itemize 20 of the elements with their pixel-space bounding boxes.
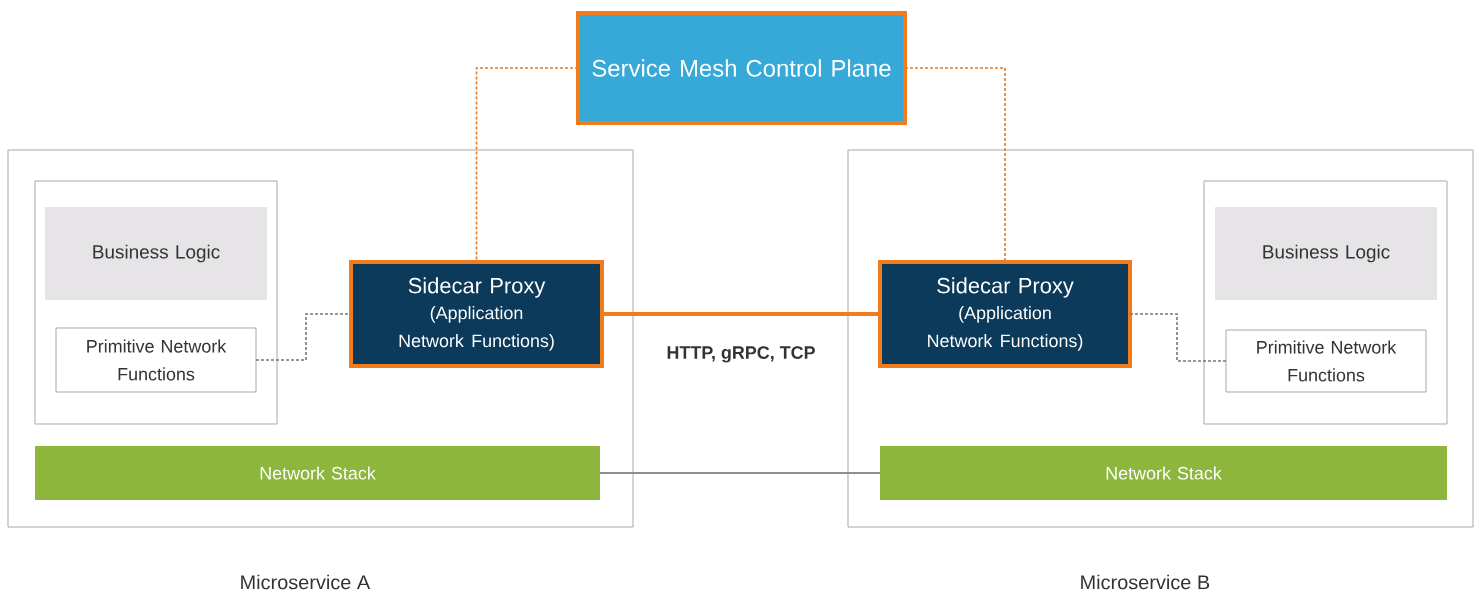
logic-box: Business Logic xyxy=(1215,207,1437,300)
connector-line xyxy=(599,472,881,474)
application-box xyxy=(1203,180,1448,425)
stack-bar: Network Stack xyxy=(35,446,600,500)
edge-label: HTTP, gRPC, TCP xyxy=(664,344,818,365)
application-box xyxy=(34,180,278,425)
connector-line xyxy=(1129,313,1227,362)
process-box: Service Mesh Control Plane xyxy=(576,11,907,125)
connector-line xyxy=(904,67,1006,263)
logic-box: Business Logic xyxy=(45,207,267,300)
stack-bar: Network Stack xyxy=(880,446,1447,500)
function-box: Primitive Network Functions xyxy=(1225,329,1427,393)
connector-line xyxy=(475,67,579,263)
connector-line xyxy=(602,312,880,316)
function-box: Primitive Network Functions xyxy=(55,327,257,393)
proxy-box: Sidecar Proxy (Application Network Functions) xyxy=(349,260,604,368)
connector-line xyxy=(255,313,352,361)
container-label: Microservice A xyxy=(241,574,371,590)
proxy-box: Sidecar Proxy (Application Network Functions) xyxy=(878,260,1132,368)
container-label: Microservice B xyxy=(1081,574,1210,590)
